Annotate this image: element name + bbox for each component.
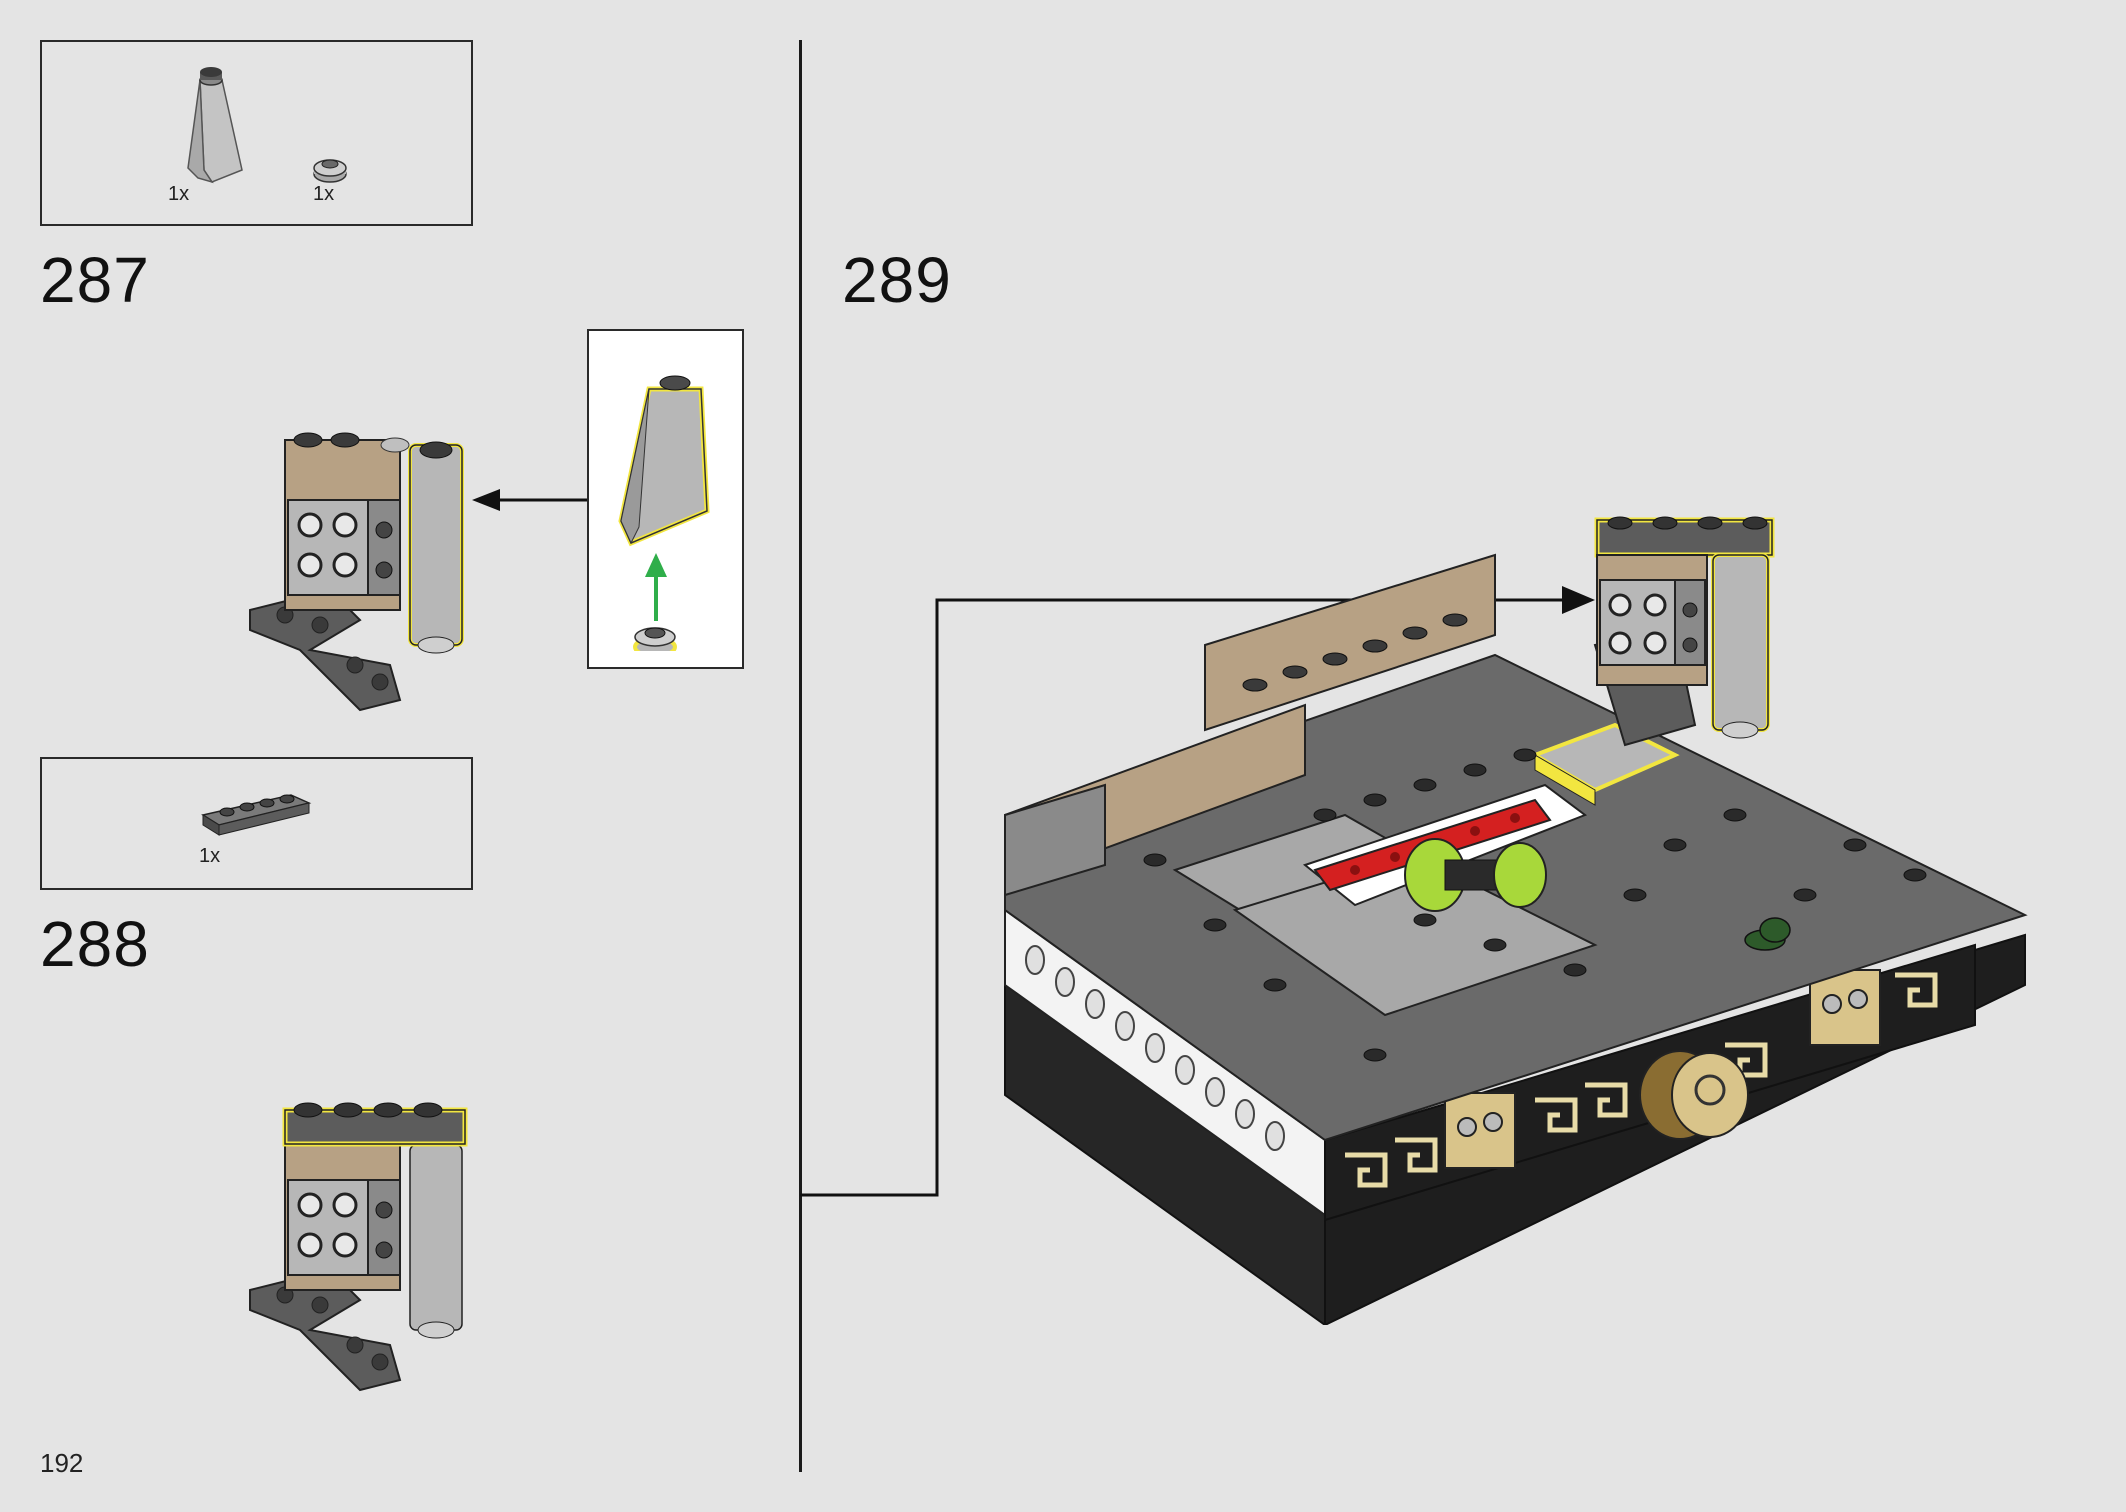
- step-number-289: 289: [842, 244, 952, 316]
- round-plate-icon: [313, 159, 347, 183]
- page-number: 192: [40, 1448, 84, 1478]
- slope-brick-icon: [618, 375, 710, 651]
- part-qty-round-plate: 1x: [313, 183, 335, 205]
- plate-1x4-icon: [201, 794, 312, 836]
- assembly-step-289: [1004, 516, 2028, 1325]
- slope-brick-icon: [187, 67, 243, 184]
- subassembly-connector: [800, 586, 1595, 1197]
- parts-list-step-288: 1x: [40, 757, 473, 890]
- assembly-step-288: [249, 1102, 468, 1392]
- part-qty-plate-1x4: 1x: [199, 845, 221, 867]
- parts-list-step-287: 1x 1x: [40, 40, 473, 226]
- step-number-287: 287: [40, 244, 150, 316]
- insert-arrow-step-287: [472, 489, 588, 511]
- part-qty-slope-brick: 1x: [168, 183, 190, 205]
- column-divider: [799, 40, 802, 1472]
- step-number-288: 288: [40, 908, 150, 980]
- assembly-step-287: [249, 432, 464, 712]
- callout-step-287: [587, 329, 744, 669]
